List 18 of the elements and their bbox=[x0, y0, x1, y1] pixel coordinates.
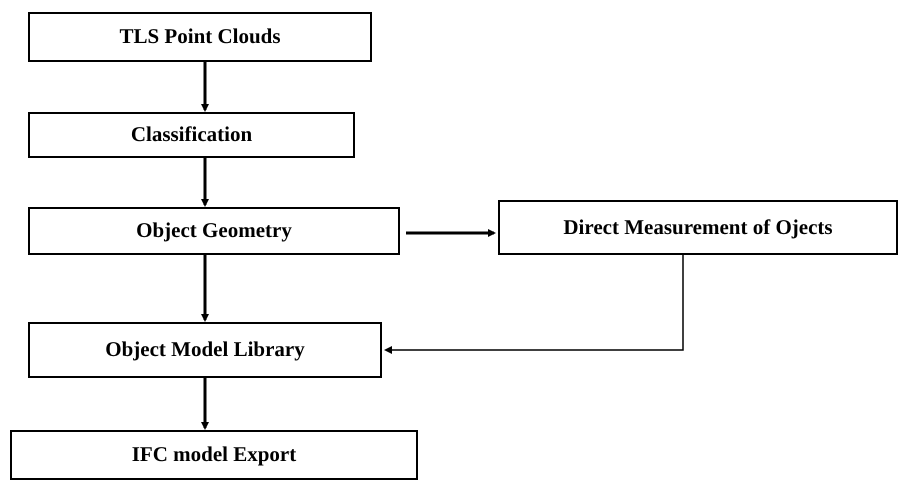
process-box bbox=[28, 12, 372, 62]
process-box bbox=[28, 322, 382, 378]
box-label: Direct Measurement of Ojects bbox=[563, 214, 833, 241]
arrow bbox=[201, 62, 209, 112]
box-label: IFC model Export bbox=[132, 441, 296, 468]
arrow bbox=[384, 255, 684, 354]
arrow bbox=[406, 229, 496, 237]
arrow bbox=[201, 255, 209, 322]
arrow bbox=[201, 158, 209, 207]
process-box bbox=[498, 200, 898, 255]
box-label: Object Geometry bbox=[136, 217, 292, 244]
process-box bbox=[28, 112, 355, 158]
box-label: Object Model Library bbox=[105, 336, 305, 364]
box-label: Classification bbox=[130, 121, 252, 148]
process-box bbox=[10, 430, 418, 480]
box-label: TLS Point Clouds bbox=[119, 23, 281, 50]
process-box bbox=[28, 207, 400, 255]
arrow bbox=[201, 378, 209, 430]
